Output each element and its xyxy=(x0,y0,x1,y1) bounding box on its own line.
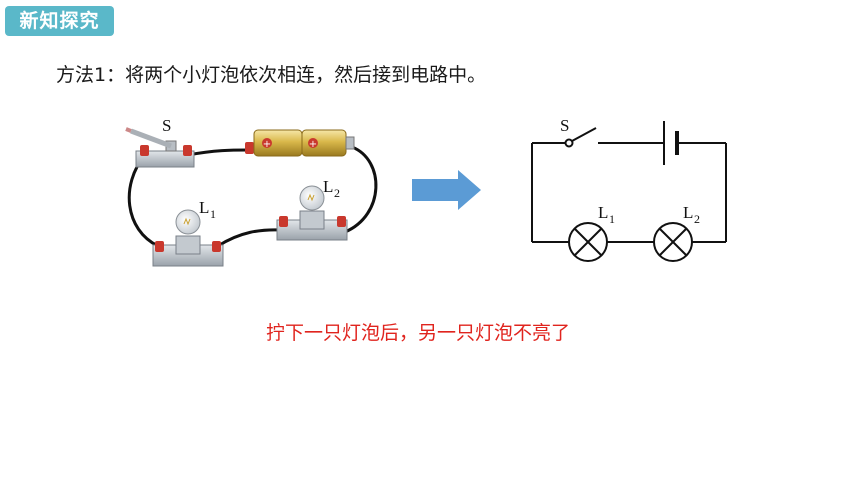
physical-switch xyxy=(125,127,195,168)
schematic-lamp-2-subscript: 2 xyxy=(694,212,700,226)
svg-text:+: + xyxy=(309,139,317,150)
section-badge: 新知探究 xyxy=(5,6,114,36)
schematic-wires xyxy=(531,142,727,243)
svg-text:+: + xyxy=(263,139,271,150)
physical-lamp-1 xyxy=(152,209,224,267)
schematic-lamp-1 xyxy=(568,222,608,262)
arrow-icon xyxy=(412,170,481,210)
schematic-lamp-1-subscript: 1 xyxy=(609,212,615,226)
physical-battery: + + xyxy=(245,129,355,157)
physical-lamp-1-subscript: 1 xyxy=(210,207,216,221)
schematic-lamp-2 xyxy=(653,222,693,262)
schematic-switch xyxy=(564,127,597,148)
schematic-lamp-2-label: L xyxy=(683,203,693,222)
physical-lamp-1-label: L xyxy=(199,198,209,217)
physical-switch-label: S xyxy=(162,116,171,135)
schematic-switch-label: S xyxy=(560,116,569,135)
schematic-lamp-1-label: L xyxy=(598,203,608,222)
observation-note: 拧下一只灯泡后，另一只灯泡不亮了 xyxy=(266,322,571,344)
schematic-battery xyxy=(663,121,679,165)
method-description: 方法1：将两个小灯泡依次相连，然后接到电路中。 xyxy=(56,64,487,86)
physical-lamp-2-label: L xyxy=(323,177,333,196)
physical-lamp-2-subscript: 2 xyxy=(334,186,340,200)
physical-lamp-2 xyxy=(276,185,348,241)
